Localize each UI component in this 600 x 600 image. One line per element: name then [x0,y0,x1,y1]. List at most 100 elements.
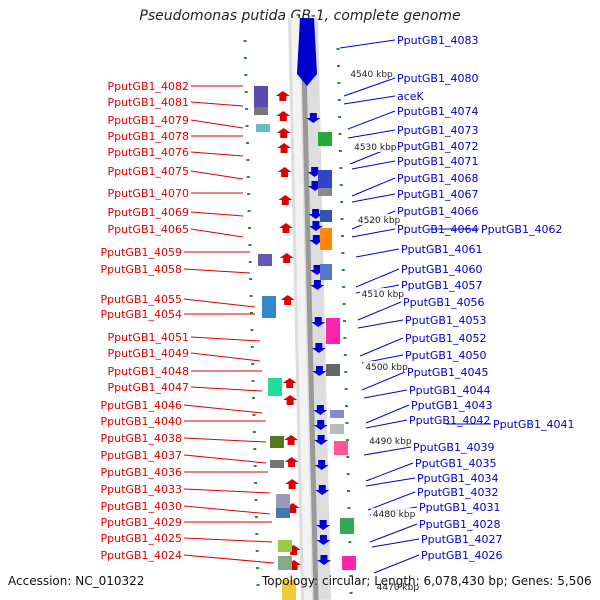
gene-domain-box [318,170,332,190]
gene-arrow-right [308,209,323,219]
leader-line-right [365,462,414,482]
left-gene-label: PputGB1_4024 [101,549,182,562]
left-gene-labels: PputGB1_4082PputGB1_4081PputGB1_4079Pput… [101,80,189,562]
gene-arrow-left [277,167,292,177]
left-gene-label: PputGB1_4055 [101,293,182,306]
gene-arrow-right [314,435,329,445]
gene-arrow-right [316,555,331,565]
tick-mark [247,210,251,212]
leader-line-left [183,488,271,494]
gene-arrow-PputGB1_4083 [297,18,317,86]
right-gene-label: PputGB1_4053 [405,314,486,327]
gene-arrow-right [316,520,331,530]
kbp-label-bg [359,288,404,299]
right-gene-label: PputGB1_4066 [397,205,478,218]
gene-arrow-right [306,113,321,123]
right-gene-label: PputGB1_4032 [417,486,498,499]
left-gene-label: PputGB1_4070 [108,187,189,200]
gene-arrow-right [316,535,331,545]
tick-mark [254,482,258,484]
gene-arrow-left [284,457,299,467]
right-gene-label: PputGB1_4039 [413,441,494,454]
tick-mark [249,295,253,297]
tick-mark [341,269,345,271]
leader-line-right [373,554,420,574]
kbp-label: 4480 kbp [373,510,416,520]
left-gene-label: PputGB1_4078 [108,130,189,143]
leader-line-right [343,77,396,97]
kbp-label: 4520 kbp [358,216,401,226]
tick-mark [346,456,350,458]
left-gene-label: PputGB1_4054 [101,308,182,321]
right-gene-label: PputGB1_4041 [493,418,574,431]
tick-mark [343,337,347,339]
leader-line-right [359,337,404,357]
leader-line-left [190,151,244,157]
gene-domain-box [320,264,332,280]
gene-domain-box [326,318,340,344]
left-gene-label: PputGB1_4081 [108,96,189,109]
leader-line-left [183,537,273,543]
leader-line-right [351,160,396,170]
gene-domain-box [270,460,284,468]
tick-mark [244,74,248,76]
leader-line-left [190,119,244,129]
tick-mark [255,533,259,535]
gene-domain-box [330,424,344,434]
tick-mark [337,99,341,101]
right-gene-label: PputGB1_4043 [411,399,492,412]
tick-mark [250,329,254,331]
leader-line-right [357,319,404,329]
gene-arrow-left [280,295,295,305]
gene-domain-box [334,441,348,455]
gene-arrow-right [313,420,328,430]
left-gene-label: PputGB1_4047 [108,381,189,394]
kbp-label: 4540 kbp [350,70,393,80]
gene-arrow-left [278,195,293,205]
tick-mark [339,184,343,186]
left-gene-label: PputGB1_4025 [101,532,182,545]
gene-domain-box [340,518,354,534]
tick-mark [254,516,258,518]
gene-domain-box [276,494,290,508]
tick-mark [348,541,352,543]
tick-mark [339,167,343,169]
leader-line-left [190,336,261,342]
gene-domain-box [342,556,356,570]
gene-arrow-left [282,378,297,388]
tick-mark [340,235,344,237]
leader-line-right [339,39,396,49]
leader-line-right [347,129,396,139]
tick-mark [243,40,247,42]
leader-line-right [351,193,396,203]
right-gene-label: PputGB1_4027 [421,533,502,546]
right-gene-labels: PputGB1_4083PputGB1_4080aceKPputGB1_4074… [397,34,574,562]
leader-line-left [183,554,275,564]
left-gene-label: PputGB1_4037 [101,449,182,462]
leader-line-left [183,437,267,443]
tick-mark [250,346,254,348]
tick-mark [347,490,351,492]
right-gene-label: PputGB1_4031 [419,501,500,514]
leader-line-left [183,505,271,515]
leader-line-right [355,268,400,288]
left-gene-label: PputGB1_4069 [108,206,189,219]
leader-line-right [367,491,416,511]
left-gene-label: PputGB1_4029 [101,516,182,529]
leader-line-left [190,386,263,392]
gene-arrow-right [309,235,324,245]
leader-line-right [369,523,418,543]
leader-line-right [343,95,396,105]
leader-line-left [183,404,263,414]
gene-domain-box [254,107,268,115]
right-gene-label: PputGB1_4072 [397,140,478,153]
map-title: Pseudomonas putida GB-1, complete genome [139,8,461,24]
leader-line-left [190,352,261,362]
tick-mark [341,252,345,254]
gene-domain-box [320,210,332,222]
leader-line-left [190,101,244,107]
left-gene-label: PputGB1_4058 [101,263,182,276]
tick-mark [245,142,249,144]
tick-mark [342,286,346,288]
